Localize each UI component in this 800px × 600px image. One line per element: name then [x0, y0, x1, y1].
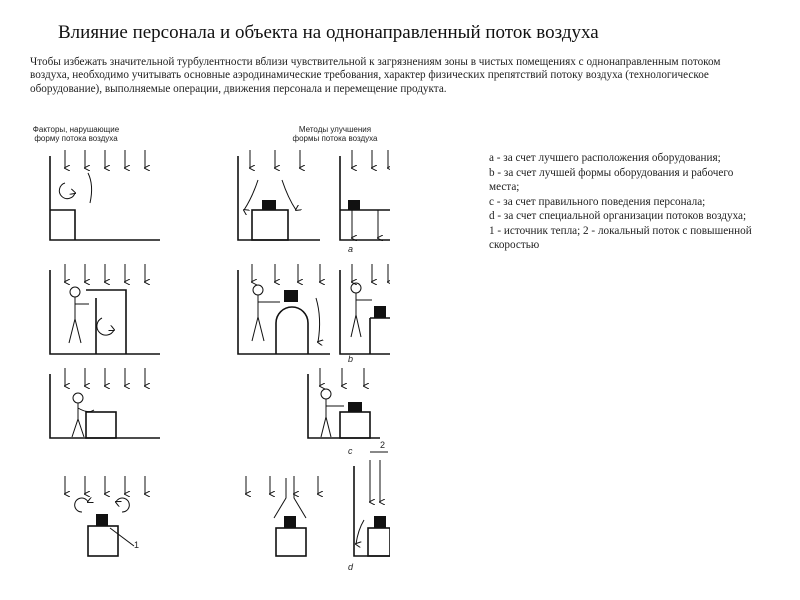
right-caption-line1: Методы улучшения — [299, 125, 371, 134]
row-d-improved-1 — [246, 476, 318, 557]
label-a: a — [348, 244, 353, 254]
left-caption-line2: форму потока воздуха — [34, 134, 118, 143]
legend-item-c: c - за счет правильного поведения персон… — [489, 195, 706, 208]
row-a-disturbing — [49, 150, 160, 241]
row-b-improved-2 — [339, 264, 390, 355]
right-caption-line2: формы потока воздуха — [293, 134, 379, 143]
airflow-diagram: Факторы, нарушающие форму потока воздуха… — [33, 125, 390, 572]
row-d-improved-2: 2 — [353, 440, 390, 557]
left-caption-line1: Факторы, нарушающие — [33, 125, 120, 134]
row-d-disturbing: 1 — [65, 476, 145, 557]
legend-item-d: d - за счет специальной организации пото… — [489, 210, 747, 222]
row-b-disturbing — [49, 264, 160, 355]
legend-item-notes: 1 - источник тепла; 2 - локальный поток … — [489, 224, 752, 252]
intro-paragraph: Чтобы избежать значительной турбулентнос… — [30, 56, 721, 95]
legend-panel: a - за счет лучшего расположения оборудо… — [489, 151, 759, 253]
slide-title: Влияние персонала и объекта на однонапра… — [58, 22, 599, 43]
label-c: c — [348, 446, 353, 456]
label-d: d — [348, 562, 354, 572]
label-b: b — [348, 354, 353, 364]
legend-item-a: a - за счет лучшего расположения оборудо… — [489, 152, 721, 164]
row-b-improved-1 — [237, 264, 330, 355]
label-1: 1 — [134, 540, 139, 550]
row-c-disturbing — [49, 368, 160, 439]
row-a-improved-1 — [237, 150, 320, 241]
legend-item-b: b - за счет лучшей формы оборудования и … — [489, 166, 734, 194]
row-c-improved — [307, 368, 380, 439]
label-2: 2 — [380, 440, 385, 450]
row-a-improved-2 — [339, 150, 390, 240]
